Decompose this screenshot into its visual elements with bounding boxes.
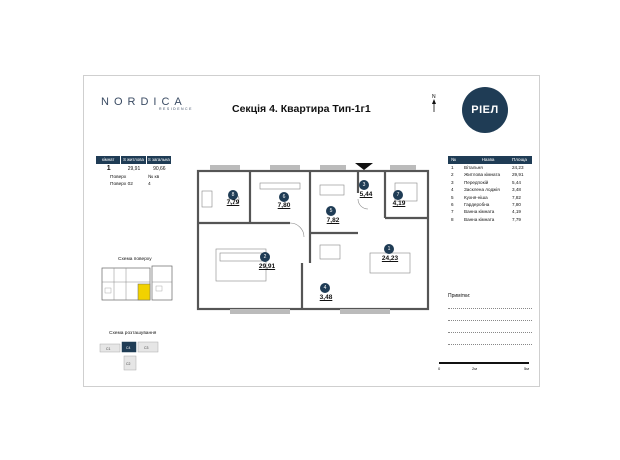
legend-num: 4 xyxy=(451,187,454,193)
scale-tick-2: 2м xyxy=(472,366,477,371)
info-rooms-value: 1 xyxy=(106,165,111,172)
legend-row: 3 Передпокій 5,44 xyxy=(448,179,532,186)
room-badge-1: 1 xyxy=(384,244,394,254)
legend-num: 6 xyxy=(451,201,454,207)
note-line xyxy=(448,343,532,345)
plan-area-8: 7,79 xyxy=(226,199,240,206)
loc-block-3: С3 xyxy=(144,346,149,350)
note-line xyxy=(448,331,532,333)
legend-room-name: Гардеробна xyxy=(464,201,490,207)
highlighted-apartment xyxy=(137,283,151,301)
legend-room-area: 29,91 xyxy=(512,172,524,178)
legend-room-name: Передпокій xyxy=(464,179,489,185)
legend-row: 8 Ванна кімната 7,79 xyxy=(448,216,532,223)
legend-col-area: Площа xyxy=(512,157,527,162)
note-line xyxy=(448,307,532,309)
legend-col-num: № xyxy=(451,157,456,162)
info-header-living: S житлова xyxy=(121,156,147,164)
info-header: кімнат S житлова S загальна xyxy=(96,156,172,164)
entrance-marker-icon xyxy=(355,163,373,170)
plan-area-5: 7,82 xyxy=(326,217,340,224)
info-number-value: 4 xyxy=(148,182,151,187)
legend-room-area: 4,19 xyxy=(512,209,521,215)
room-badge-3: 3 xyxy=(359,180,369,190)
legend-row: 7 Ванна кімната 4,19 xyxy=(448,208,532,215)
room-badge-2: 2 xyxy=(260,252,270,262)
room-badge-8: 8 xyxy=(228,190,238,200)
floor-scheme xyxy=(101,265,173,301)
notes-label: Примітки: xyxy=(448,293,471,299)
plan-sheet xyxy=(83,75,540,387)
legend-room-name: Засклена лоджія xyxy=(464,187,500,193)
info-floor-values: Поверх 02 4 xyxy=(96,181,172,188)
room-badge-5: 5 xyxy=(326,206,336,216)
loc-block-4: С4 xyxy=(126,346,131,350)
plan-area-2: 29,91 xyxy=(258,263,276,270)
north-arrow-icon: N xyxy=(431,92,441,114)
loc-block-1: С1 xyxy=(106,347,111,351)
legend-room-name: Кухня-ніша xyxy=(464,194,488,200)
plan-area-6: 7,80 xyxy=(277,202,291,209)
plan-area-4: 3,48 xyxy=(319,294,333,301)
legend-num: 3 xyxy=(451,179,454,185)
loc-block-2: С2 xyxy=(126,362,131,366)
info-total-value: 90,66 xyxy=(153,166,166,172)
info-floor-row: Поверх № кв xyxy=(96,174,172,181)
legend-room-area: 7,80 xyxy=(512,201,521,207)
info-number-label: № кв xyxy=(148,175,160,180)
legend-room-name: Ванна кімната xyxy=(464,216,495,222)
page-title: Секція 4. Квартира Тип-1г1 xyxy=(232,103,371,115)
legend-num: 5 xyxy=(451,194,454,200)
legend-row: 6 Гардеробна 7,80 xyxy=(448,201,532,208)
legend-room-area: 24,23 xyxy=(512,165,524,170)
floor-plan xyxy=(196,163,430,314)
info-floor-value: Поверх 02 xyxy=(110,182,133,187)
info-values: 1 29,91 90,66 xyxy=(96,164,172,174)
plan-area-3: 5,44 xyxy=(359,191,373,198)
scale-bar-track xyxy=(439,362,530,364)
legend-row: 5 Кухня-ніша 7,82 xyxy=(448,194,532,201)
legend-row: 2 Житлова кімната 29,91 xyxy=(448,171,532,178)
info-living-value: 29,91 xyxy=(127,166,141,172)
scale-tick-0: 0 xyxy=(438,366,441,371)
info-floor-label: Поверх xyxy=(110,175,127,180)
legend-header: № Назва Площа xyxy=(448,156,532,164)
location-scheme: С1 С4 С3 С2 xyxy=(99,341,159,371)
note-line xyxy=(448,319,532,321)
legend-row: 1 Вітальня 24,23 xyxy=(448,164,532,171)
legend-room-name: Ванна кімната xyxy=(464,209,495,215)
scale-tick-5: 5м xyxy=(524,366,529,371)
brand-sub: RESIDENCE xyxy=(159,107,193,111)
legend-room-name: Житлова кімната xyxy=(464,172,501,178)
rooms-legend-table: № Назва Площа 1 Вітальня 24,23 2 Житлова кі… xyxy=(448,156,532,223)
legend-num: 8 xyxy=(451,216,454,222)
brand-name: NORDICA xyxy=(101,96,187,108)
nordica-logo: NORDICA RESIDENCE xyxy=(101,96,191,111)
legend-room-area: 5,44 xyxy=(512,179,521,185)
location-scheme-label: Схема розташування xyxy=(109,331,157,336)
legend-num: 1 xyxy=(451,165,454,170)
north-label: N xyxy=(432,94,436,100)
legend-num: 2 xyxy=(451,172,454,178)
riel-logo: РІЕЛ xyxy=(462,87,508,133)
room-badge-6: 6 xyxy=(279,192,289,202)
plan-area-7: 4,19 xyxy=(392,200,406,207)
legend-room-area: 7,82 xyxy=(512,194,521,200)
info-header-total: S загальна xyxy=(147,156,172,164)
apartment-info-table: кімнат S житлова S загальна 1 29,91 90,6… xyxy=(96,156,172,188)
room-badge-7: 7 xyxy=(393,190,403,200)
plan-area-1: 24,23 xyxy=(381,255,399,262)
legend-col-name: Назва xyxy=(481,157,495,162)
room-badge-4: 4 xyxy=(320,283,330,293)
legend-room-name: Вітальня xyxy=(464,165,483,170)
info-header-rooms: кімнат xyxy=(96,156,122,164)
scale-bar: 0 2м 5м xyxy=(436,362,532,374)
floor-scheme-label: Схема поверху xyxy=(118,257,152,262)
legend-room-area: 7,79 xyxy=(512,216,521,222)
legend-room-area: 3,48 xyxy=(512,187,521,193)
legend-row: 4 Засклена лоджія 3,48 xyxy=(448,186,532,193)
legend-num: 7 xyxy=(451,209,454,215)
